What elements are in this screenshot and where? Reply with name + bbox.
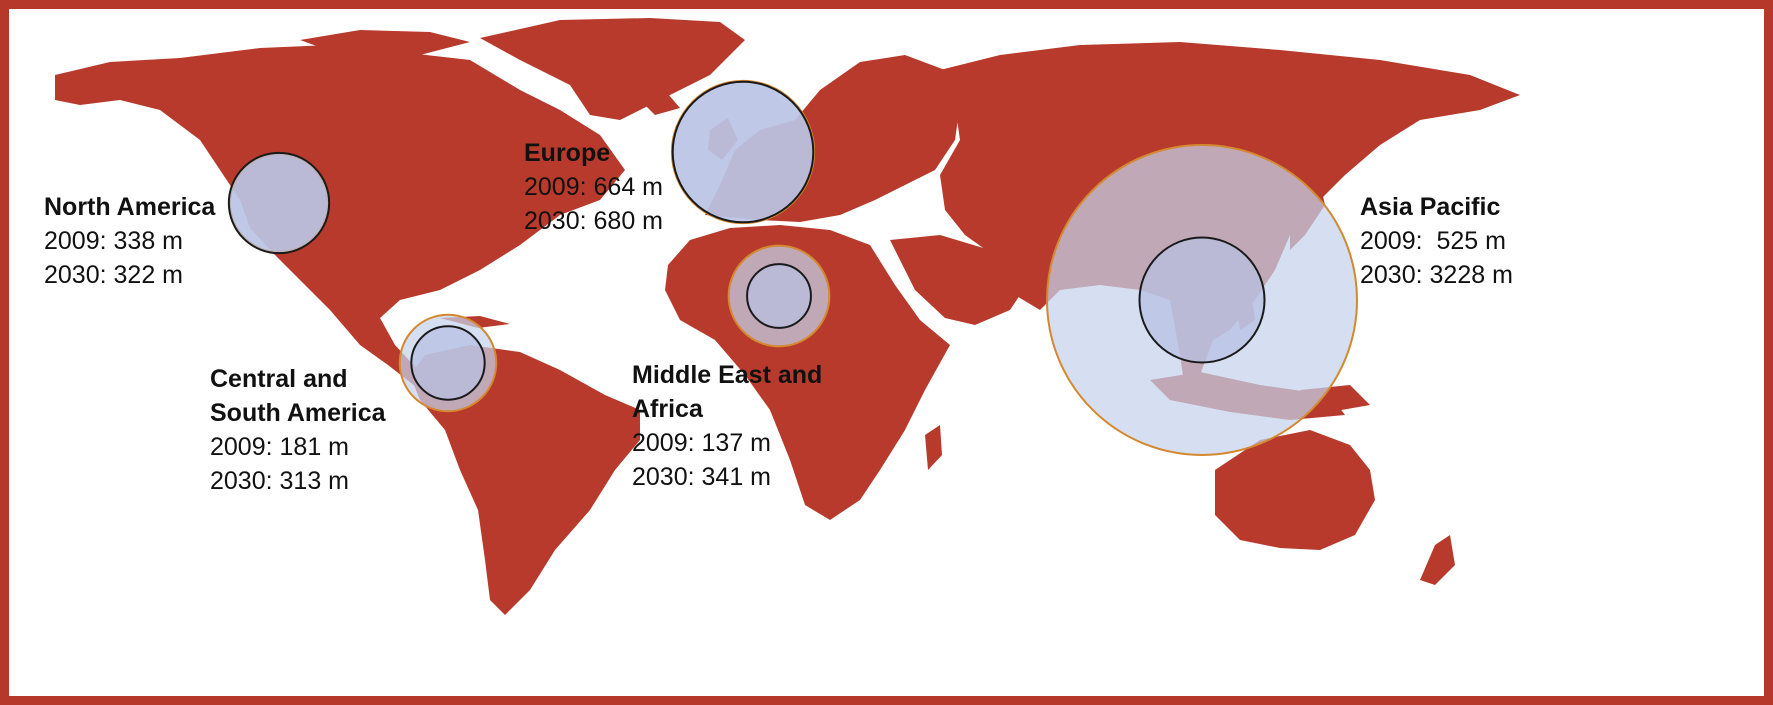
value-2030-central-south-america: 2030: 313 m [210, 467, 349, 495]
value-2009-europe: 2009: 664 m [524, 173, 663, 201]
region-name-middle-east-africa-1: Middle East and [632, 361, 823, 389]
value-2030-europe: 2030: 680 m [524, 207, 663, 235]
landmass-greenland [480, 18, 745, 120]
region-name-europe: Europe [524, 139, 611, 167]
landmass-australia [1215, 430, 1375, 550]
landmass-north-america [55, 45, 625, 390]
label-europe: Europe 2009: 664 m 2030: 680 m [524, 136, 663, 238]
label-central-south-america: Central and South America 2009: 181 m 20… [210, 362, 386, 498]
region-name-north-america: North America [44, 193, 216, 221]
bubbles [227, 79, 1358, 456]
value-2009-central-south-america: 2009: 181 m [210, 433, 349, 461]
region-name-asia-pacific: Asia Pacific [1360, 193, 1501, 221]
bubble-2009-middle-east-africa [746, 263, 812, 329]
value-2009-asia-pacific: 2009: 525 m [1360, 227, 1506, 255]
landmass-iceland [640, 94, 680, 115]
label-north-america: North America 2009: 338 m 2030: 322 m [44, 190, 215, 292]
label-middle-east-africa: Middle East and Africa 2009: 137 m 2030:… [632, 358, 822, 494]
value-2009-north-america: 2009: 338 m [44, 227, 183, 255]
bubble-2009-north-america [227, 151, 331, 255]
landmass-new-zealand [1420, 535, 1455, 585]
value-2030-asia-pacific: 2030: 3228 m [1360, 261, 1513, 289]
value-2030-middle-east-africa: 2030: 341 m [632, 463, 771, 491]
landmass-arabia [890, 235, 1030, 325]
region-name-central-south-america-1: Central and [210, 365, 348, 393]
value-2030-north-america: 2030: 322 m [44, 261, 183, 289]
value-2009-middle-east-africa: 2009: 137 m [632, 429, 771, 457]
landmass-arctic-islands [300, 30, 470, 58]
landmass-south-america [410, 345, 640, 615]
region-name-middle-east-africa-2: Africa [632, 395, 703, 423]
label-asia-pacific: Asia Pacific 2009: 525 m 2030: 3228 m [1360, 190, 1513, 292]
bubble-2009-central-south-america [410, 325, 486, 401]
region-name-central-south-america-2: South America [210, 399, 386, 427]
bubble-2009-asia-pacific [1138, 236, 1266, 364]
bubble-2009-europe [671, 80, 815, 224]
landmass-madagascar [925, 425, 942, 470]
